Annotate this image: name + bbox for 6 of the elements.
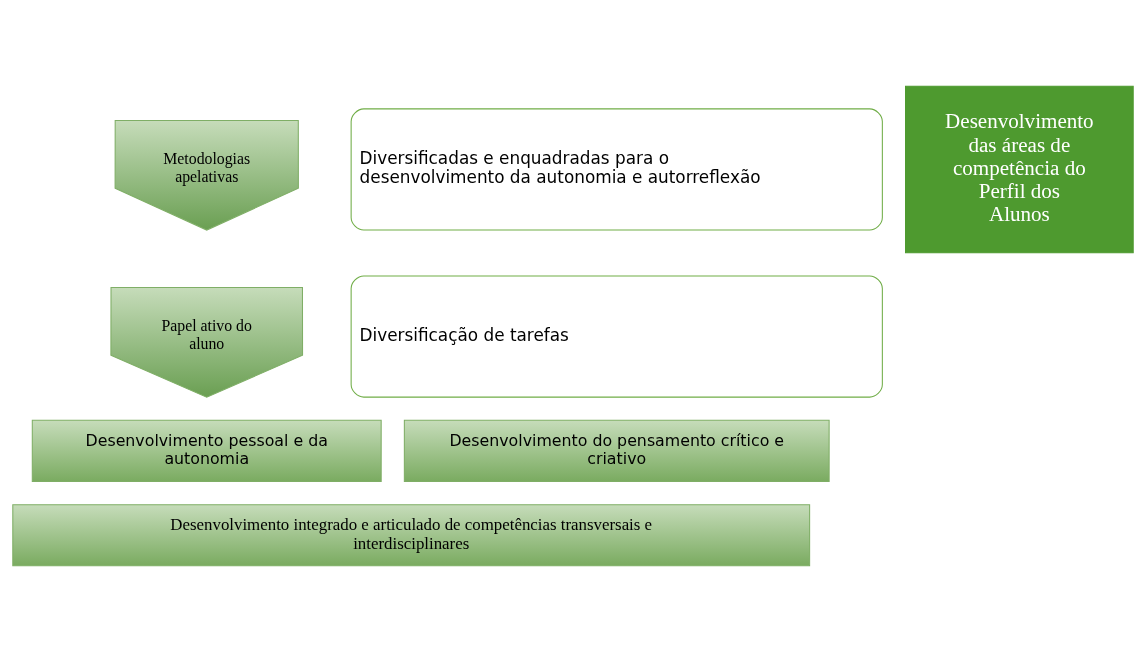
node-box: Desenvolvimento das áreas de competência do Perfil dos Alunos bbox=[905, 85, 1134, 254]
node-box: Desenvolvimento do pensamento crítico e criativo bbox=[403, 419, 830, 482]
node-box: Diversificação de tarefas bbox=[350, 275, 883, 398]
node-box: Desenvolvimento pessoal e da autonomia bbox=[31, 419, 382, 482]
node-box: Diversificadas e enquadradas para o desenvolvimento da autonomia e autorreflexão bbox=[350, 108, 883, 231]
node-box: Desenvolvimento integrado e articulado de competências transversais e interdisciplinares bbox=[12, 504, 811, 567]
